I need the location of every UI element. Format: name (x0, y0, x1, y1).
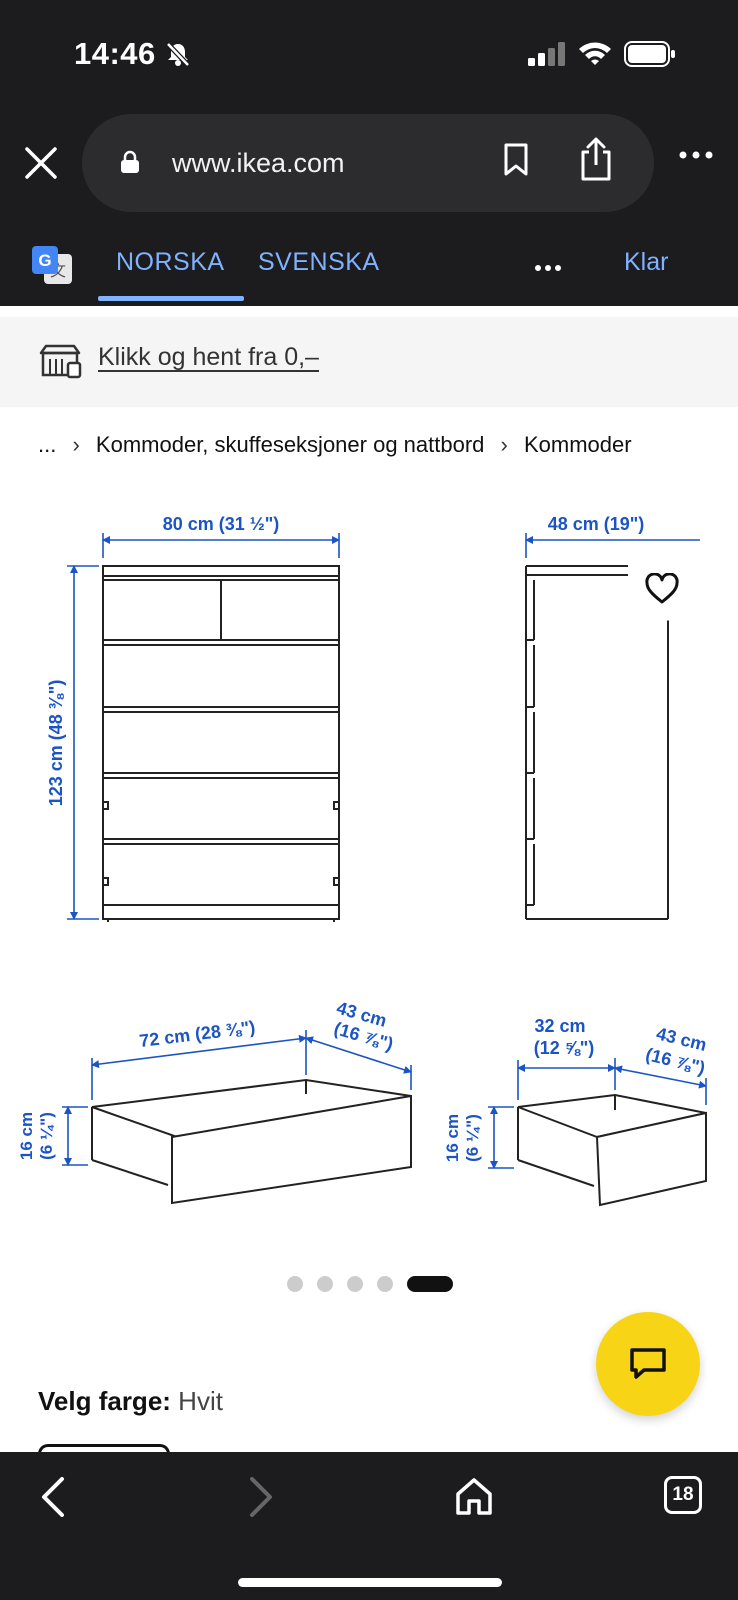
image-carousel-indicator (287, 1276, 453, 1292)
wifi-icon (579, 42, 611, 65)
small-drawer-height-label-2: (6 ¼") (463, 1114, 482, 1162)
large-drawer-height-label-1: 16 cm (17, 1112, 36, 1160)
large-drawer-height-label-2: (6 ¼") (37, 1112, 56, 1160)
more-icon[interactable] (678, 150, 714, 160)
breadcrumb-ellipsis[interactable]: ... (38, 432, 57, 457)
breadcrumb-item-current[interactable]: Kommoder (523, 432, 632, 457)
side-dimension-lines (525, 533, 700, 558)
selected-color-value: Hvit (178, 1386, 223, 1416)
back-icon[interactable] (38, 1476, 68, 1518)
carousel-dot[interactable] (377, 1276, 393, 1292)
tab-svenska[interactable]: SVENSKA (258, 248, 380, 276)
carousel-dot-active[interactable] (407, 1276, 453, 1292)
browser-toolbar: www.ikea.com (0, 106, 738, 226)
large-drawer-dimension-lines (62, 1030, 412, 1166)
breadcrumb: ... › Kommoder, skuffeseksjoner og nattb… (38, 432, 632, 458)
active-tab-indicator (98, 296, 244, 301)
url-text: www.ikea.com (172, 148, 345, 178)
carousel-dot[interactable] (317, 1276, 333, 1292)
promo-link[interactable]: Klikk og hent fra 0,– (98, 343, 319, 371)
forward-icon[interactable] (246, 1476, 276, 1518)
front-width-label: 80 cm (31 ½") (163, 514, 280, 534)
front-view-drawing (102, 565, 340, 922)
chat-icon (630, 1348, 666, 1379)
home-indicator (238, 1578, 502, 1587)
done-button[interactable]: Klar (624, 248, 669, 276)
tabs-button[interactable]: 18 (664, 1476, 702, 1514)
small-drawer-width-label-1: 32 cm (534, 1016, 585, 1036)
product-dimension-image[interactable]: 80 cm (31 ½") 123 cm (48 ⅜") 48 cm (19") (0, 500, 738, 1260)
battery-icon (624, 41, 675, 67)
click-collect-store-icon (39, 344, 82, 379)
add-to-favourites-button[interactable] (630, 557, 694, 621)
tab-norska[interactable]: NORSKA (116, 248, 225, 276)
front-height-label: 123 cm (48 ⅜") (46, 680, 66, 807)
color-label-title: Velg farge: (38, 1386, 171, 1416)
status-bar: 14:46 (0, 0, 738, 106)
browser-bottom-bar: 18 (0, 1452, 738, 1600)
chat-button[interactable] (596, 1312, 700, 1416)
side-view-drawing (525, 565, 669, 920)
bookmark-icon[interactable] (502, 142, 530, 178)
heart-icon (645, 573, 679, 604)
home-icon[interactable] (454, 1476, 494, 1516)
large-drawer-drawing (91, 1078, 412, 1205)
small-drawer-drawing (517, 1093, 707, 1207)
google-translate-icon[interactable]: 文 G (30, 244, 74, 288)
signal-icon (528, 42, 565, 66)
front-dimension-lines (67, 533, 340, 920)
color-selector-label: Velg farge: Hvit (38, 1386, 223, 1417)
bell-slash-icon (166, 42, 190, 67)
lock-icon (121, 150, 139, 173)
svg-text:G: G (38, 251, 51, 270)
status-time: 14:46 (74, 36, 156, 71)
side-depth-label: 48 cm (19") (548, 514, 645, 534)
small-drawer-height-label-1: 16 cm (443, 1114, 462, 1162)
carousel-dot[interactable] (287, 1276, 303, 1292)
click-collect-banner[interactable]: Klikk og hent fra 0,– (0, 317, 738, 407)
chevron-right-icon: › (72, 432, 80, 457)
translate-bar: 文 G NORSKA SVENSKA Klar (0, 226, 738, 306)
breadcrumb-item-category[interactable]: Kommoder, skuffeseksjoner og nattbord (95, 432, 485, 457)
small-drawer-width-label-2: (12 ⅝") (534, 1038, 595, 1058)
translate-more-icon[interactable] (534, 264, 562, 272)
close-icon[interactable] (22, 144, 60, 182)
small-drawer-dimension-lines (488, 1058, 707, 1169)
address-bar[interactable]: www.ikea.com (82, 114, 654, 212)
chevron-right-icon: › (500, 432, 508, 457)
share-icon[interactable] (578, 136, 614, 182)
carousel-dot[interactable] (347, 1276, 363, 1292)
